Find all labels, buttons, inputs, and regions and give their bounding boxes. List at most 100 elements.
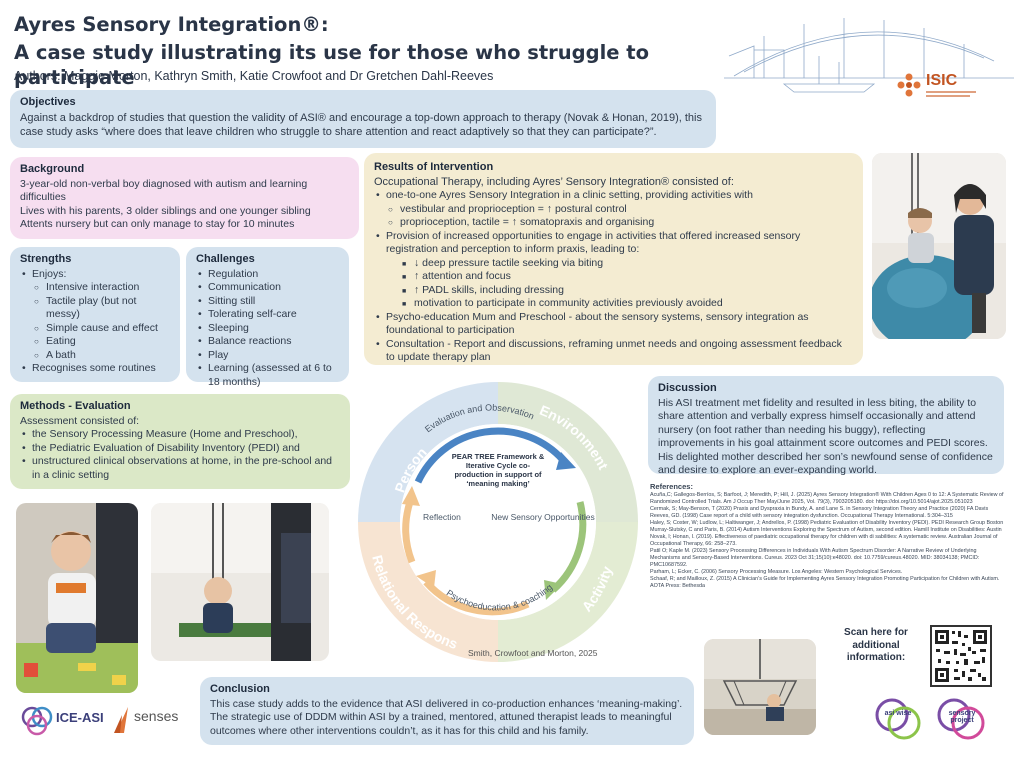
conclusion-heading: Conclusion [210,683,270,695]
challenge-item: Sleeping [196,322,339,336]
discussion-heading: Discussion [658,382,717,394]
references-panel: References: Acuña,C; Gallegos-Berríos, S… [650,483,1004,590]
ice-asi-logo: ICE-ASI [20,703,112,737]
diagram-center-text: PEAR TREE Framework & Iterative Cycle co… [451,452,545,488]
reference-item: Cermak, S; May-Benson, T (2020) Praxis a… [650,506,989,512]
sensory-project-logo: sensory project [934,695,990,743]
objectives-heading: Objectives [20,96,76,108]
references-heading: References: [650,482,693,491]
reference-item: Murray-Slutsky, C and Paris, B. (2014) A… [650,527,1002,533]
results-subbullet: vestibular and proprioception = ↑ postur… [374,203,853,217]
photo-child-blocks [16,503,138,693]
quadrant-activity [498,522,638,662]
challenge-item: Balance reactions [196,335,339,349]
quadrant-person [358,382,498,522]
methods-heading: Methods - Evaluation [20,400,131,412]
discussion-text: His ASI treatment met fidelity and resul… [658,396,993,477]
diagram-credit: Smith, Crowfoot and Morton, 2025 [468,648,598,658]
arrow-psychoeducation [423,579,530,616]
authors: Authors: Maggie Morton, Kathryn Smith, K… [14,69,494,83]
results-subbullet: ↓ deep pressure tactile seeking via biti… [374,257,853,271]
poster-title-line1: Ayres Sensory Integration®: [14,13,329,36]
asi-wise-text: asi wise [884,710,912,717]
reference-item: Patil O; Kaple M. (2023) Sensory Process… [650,548,980,568]
objectives-panel: Objectives Against a backdrop of studies… [10,90,716,148]
label-new-sensory: New Sensory Opportunities [491,512,594,522]
reference-item: Acuña,C; Gallegos-Berríos, S; Barfoot, J… [650,492,1004,505]
methods-panel: Methods - Evaluation Assessment consiste… [10,394,350,489]
scan-text: Scan here for additional information: [844,627,908,663]
results-bullet: Provision of increased opportunities to … [374,230,853,257]
arrow-reflection [402,500,416,564]
reference-item: Haley, S; Coster, W; Ludlow, L; Haltiwan… [650,520,1004,526]
diagram-center-text-wrap: PEAR TREE Framework & Iterative Cycle co… [451,452,545,488]
ice-asi-text: ICE-ASI [56,710,104,725]
senses-text: senses [134,708,179,724]
results-subbullet: proprioception, tactile = ↑ somatopraxis… [374,216,853,230]
reference-item: Reeves, GD. (1998) Case report of a chil… [650,513,953,519]
methods-item: unstructured clinical observations at ho… [20,455,340,482]
challenge-item: Communication [196,281,339,295]
reference-item: Schaaf, R; and Mailloux, Z. (2015) A Cli… [650,576,1000,589]
isic-logo: ISIC [896,70,986,100]
bridge-illustration [724,18,1014,93]
conclusion-panel: Conclusion This case study adds to the e… [200,677,694,745]
challenges-panel: Challenges Regulation Communication Sitt… [186,247,349,388]
photo-therapy-ball [872,153,1006,339]
photo-child-swing [151,503,329,661]
conclusion-text: This case study adds to the evidence tha… [210,697,683,737]
senses-icon [114,707,128,733]
sensory-project-text: sensory project [948,710,976,724]
ice-asi-icon [21,706,53,736]
quadrant-relational [358,522,498,662]
isic-flower-icon [897,73,921,97]
background-line: 3-year-old non-verbal boy diagnosed with… [20,177,308,204]
quadrant-environment [498,382,638,522]
arrow-new-sensory [550,501,587,593]
objectives-text: Against a backdrop of studies that quest… [20,111,702,138]
background-panel: Background 3-year-old non-verbal boy dia… [10,157,359,239]
qr-code[interactable] [930,625,992,687]
results-heading: Results of Intervention [374,161,494,173]
senses-logo: senses [112,703,194,737]
photo-child-swing-image [151,503,329,661]
arrow-evaluation [414,427,566,484]
strength-subitem: Tactile play (but not messy) [20,295,170,322]
strength-item: Recognises some routines [20,362,170,376]
results-subbullet: ↑ PADL skills, including dressing [374,284,853,298]
methods-intro: Assessment consisted of: [20,414,140,427]
isic-logo-text: ISIC [926,72,958,89]
strength-subitem: Eating [20,335,170,349]
photo-sensory-room [704,639,816,735]
reference-item: Parham, L; Ecker, C. (2006) Sensory Proc… [650,569,903,575]
discussion-panel: Discussion His ASI treatment met fidelit… [648,376,1004,476]
challenges-heading: Challenges [196,253,255,265]
results-panel: Results of Intervention Occupational The… [364,153,863,365]
results-bullet: Psycho-education Mum and Preschool - abo… [374,311,853,338]
photo-sensory-room-image [704,639,816,735]
results-bullet: Consultation - Report and discussions, r… [374,338,853,365]
pear-tree-diagram: Person Environment Activity Relational R… [348,372,638,662]
strengths-panel: Strengths Enjoys: Intensive interaction … [10,247,180,382]
photo-therapy-ball-image [872,153,1006,339]
background-line: Attents nursery but can only manage to s… [20,218,295,230]
strength-subitem: Simple cause and effect [20,322,170,336]
qr-code-icon [932,627,990,685]
results-intro: Occupational Therapy, including Ayres’ S… [374,175,734,188]
challenge-item: Sitting still [196,295,339,309]
challenge-item: Regulation [196,268,339,282]
label-reflection: Reflection [423,512,461,522]
challenge-item: Learning (assessed at 6 to 18 months) [196,362,339,389]
challenge-item: Play [196,349,339,363]
background-heading: Background [20,163,85,175]
results-subbullet: ↑ attention and focus [374,270,853,284]
strength-subitem: A bath [20,349,170,363]
sensory-project-icon [937,698,985,740]
photo-child-blocks-image [16,503,138,693]
poster-title-line2: A case study illustrating its use for th… [14,41,650,89]
results-bullet: one-to-one Ayres Sensory Integration in … [374,189,853,203]
reference-item: Novak, I; Honan, I. (2019). Effectivenes… [650,534,998,547]
methods-item: the Sensory Processing Measure (Home and… [20,428,340,442]
challenge-item: Tolerating self-care [196,308,339,322]
asi-wise-icon [875,698,921,740]
